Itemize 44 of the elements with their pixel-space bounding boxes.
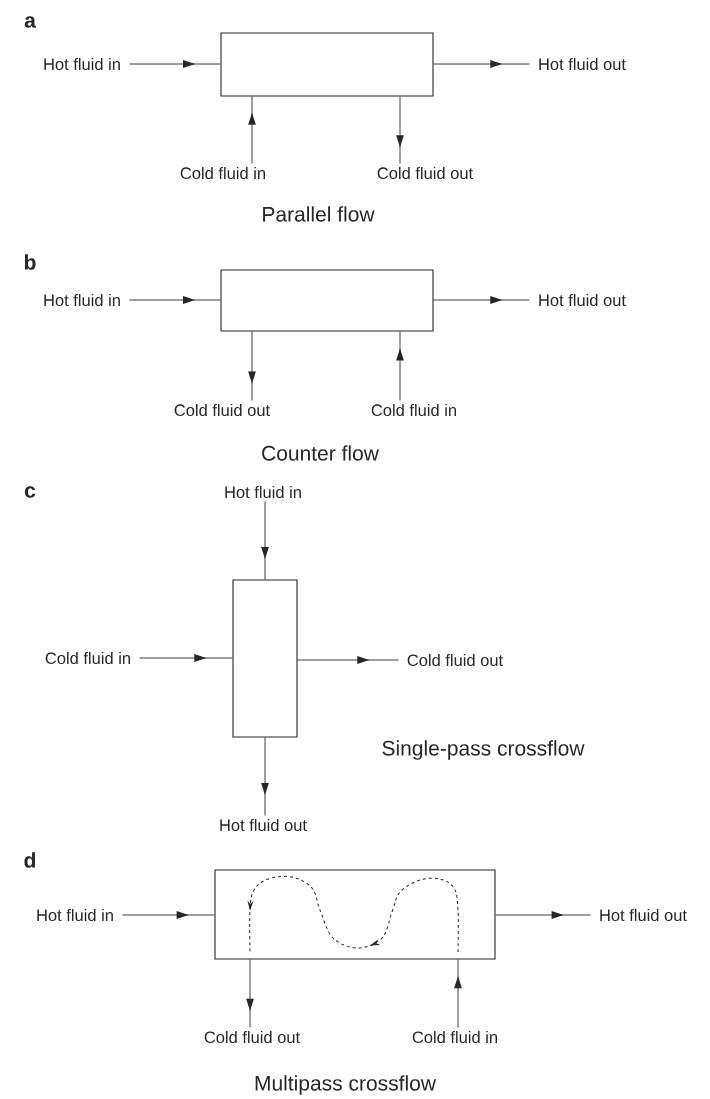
flow-label: Cold fluid in xyxy=(371,403,456,417)
flow-label: Hot fluid in xyxy=(44,293,120,307)
panel-caption: Counter flow xyxy=(262,445,379,461)
flow-arrow xyxy=(248,331,256,401)
flow-label: Cold fluid in xyxy=(412,1030,497,1044)
flow-label: Hot fluid out xyxy=(539,57,626,71)
flow-arrow xyxy=(297,656,399,664)
exchanger-box xyxy=(220,32,434,97)
flow-arrow xyxy=(261,737,269,816)
flow-label: Cold fluid in xyxy=(180,166,265,180)
flow-label: Cold fluid out xyxy=(377,166,473,180)
flow-arrow xyxy=(261,501,269,580)
flow-label: Hot fluid out xyxy=(220,818,307,832)
panel-caption: Multipass crossflow xyxy=(255,1075,437,1095)
flow-label: Cold fluid out xyxy=(174,403,270,417)
flow-label: Hot fluid in xyxy=(37,908,113,922)
flow-arrow xyxy=(248,96,256,164)
flow-arrow xyxy=(129,60,221,68)
flow-arrow xyxy=(122,911,215,919)
flow-label: Cold fluid out xyxy=(407,653,503,667)
flow-arrow xyxy=(139,654,233,662)
flow-arrow xyxy=(495,911,591,919)
flow-label: Hot fluid out xyxy=(539,293,626,307)
panel-caption: Parallel flow xyxy=(263,206,375,222)
exchanger-box xyxy=(232,579,298,738)
flow-arrow xyxy=(396,331,404,401)
flow-label: Hot fluid in xyxy=(44,57,120,71)
panel-letter: a xyxy=(24,16,36,28)
flow-arrow xyxy=(433,60,530,68)
flow-arrow xyxy=(396,96,404,164)
flow-label: Cold fluid in xyxy=(45,651,130,665)
flow-arrow xyxy=(129,296,221,304)
panel-caption: Single-pass crossflow xyxy=(382,740,585,760)
flow-label: Cold fluid out xyxy=(204,1030,300,1044)
panel-letter: d xyxy=(24,852,36,868)
exchanger-box xyxy=(220,269,434,332)
flow-arrow xyxy=(433,296,530,304)
panel-letter: c xyxy=(25,486,36,498)
flow-arrow xyxy=(454,959,462,1028)
exchanger-box xyxy=(214,869,496,960)
flow-arrow xyxy=(246,959,254,1028)
flow-label: Hot fluid out xyxy=(600,908,687,922)
flow-label: Hot fluid in xyxy=(225,485,301,499)
panel-letter: b xyxy=(24,254,36,270)
